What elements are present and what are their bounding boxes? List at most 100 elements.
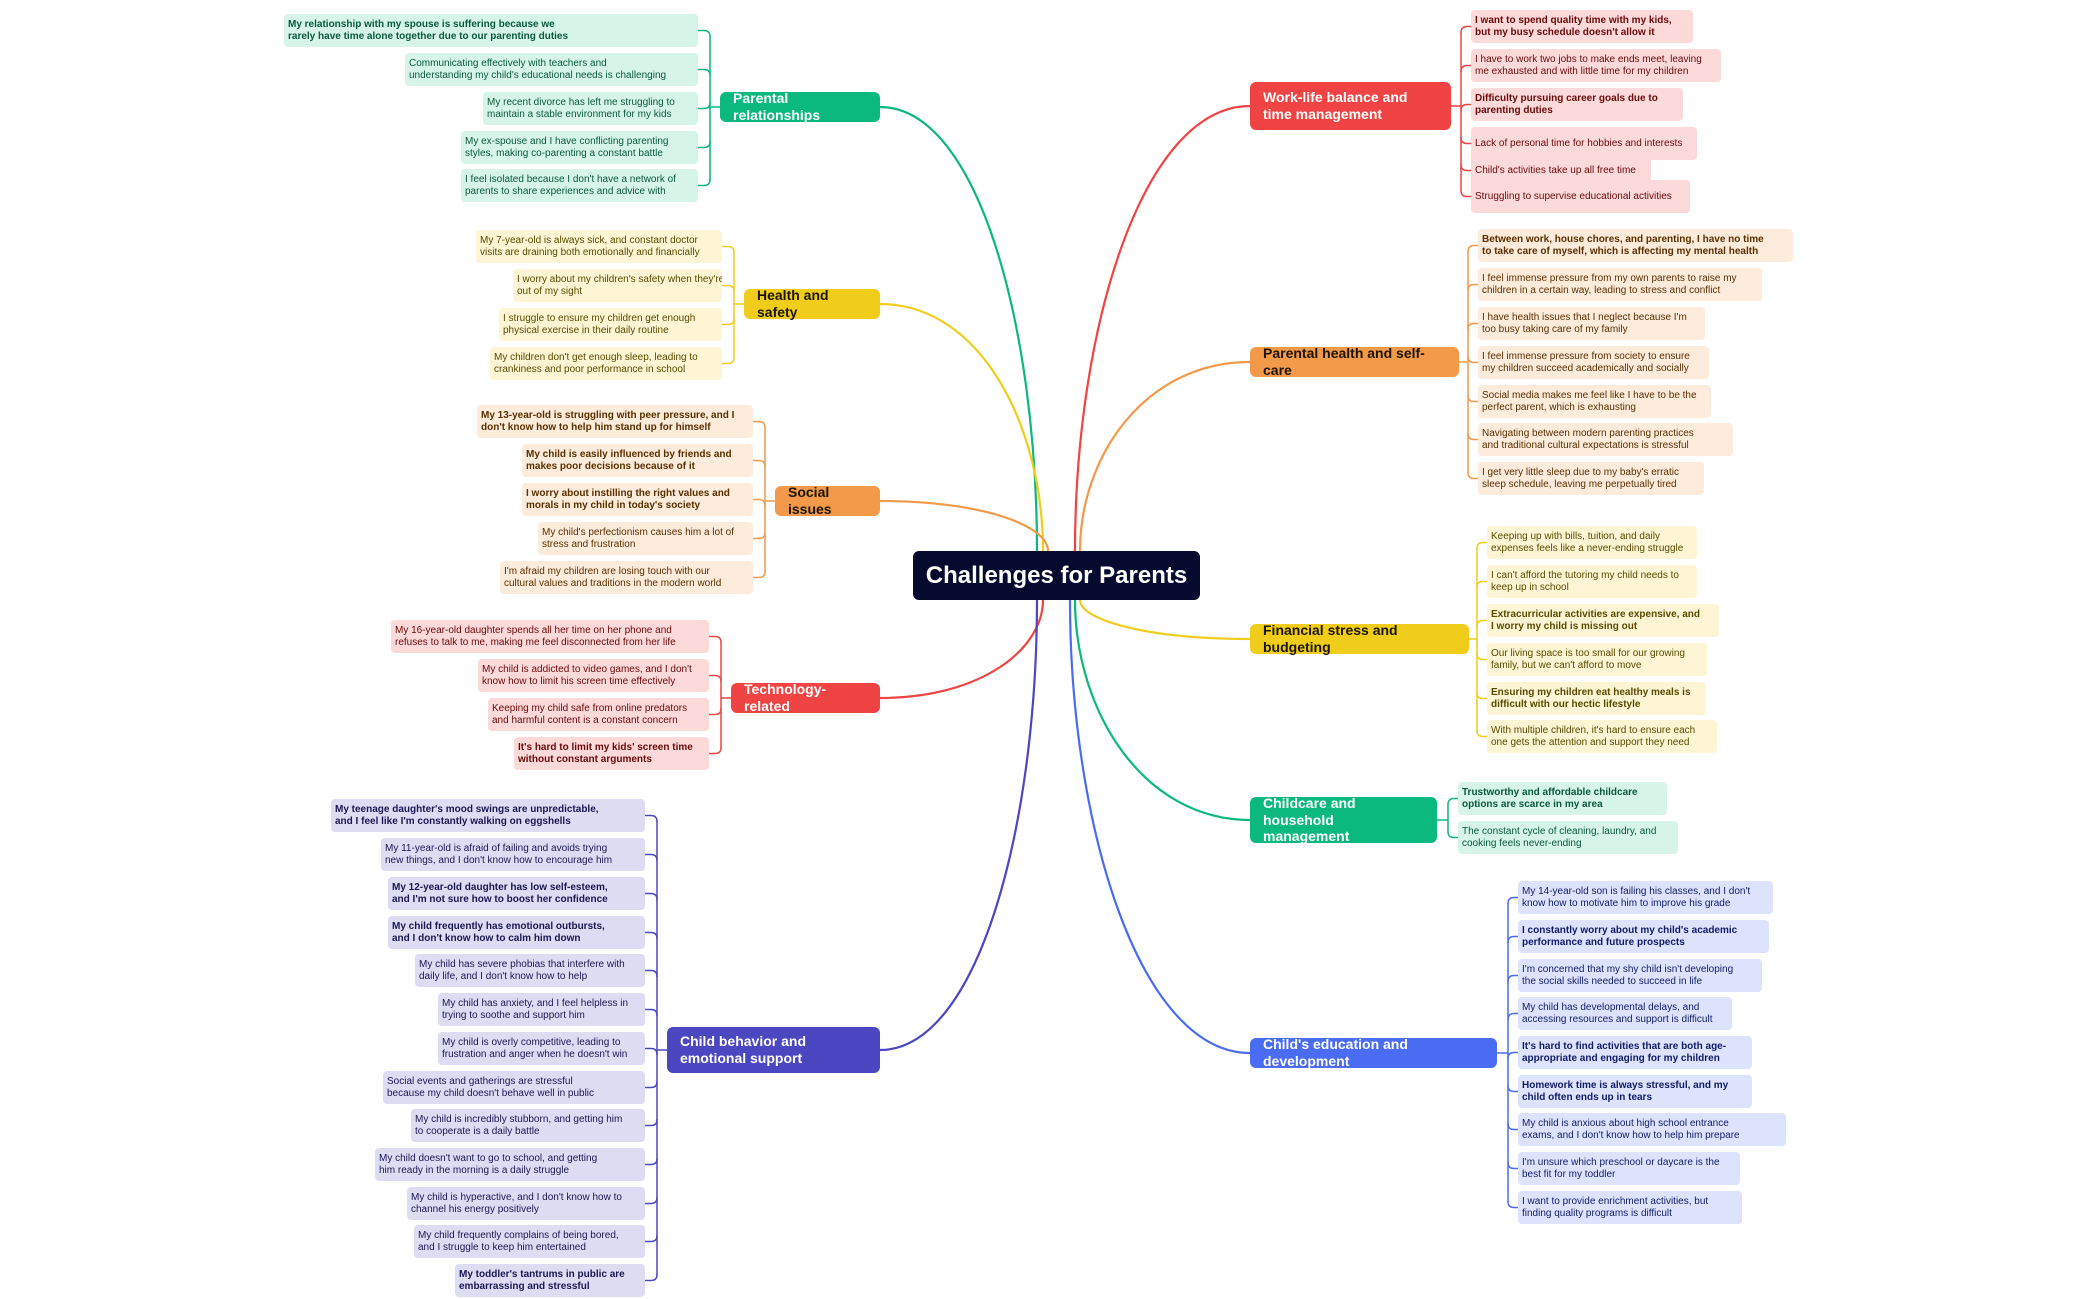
leaf-text-line: him ready in the morning is a daily stru…: [379, 1164, 570, 1176]
branch-technology-related[interactable]: Technology-related: [731, 681, 880, 714]
leaf-topic[interactable]: Ensuring my children eat healthy meals i…: [1487, 682, 1706, 715]
leaf-topic[interactable]: I constantly worry about my child's acad…: [1518, 920, 1769, 953]
leaf-text-line: sleep schedule, leaving me perpetually t…: [1482, 478, 1677, 490]
central-topic[interactable]: Challenges for Parents: [913, 551, 1200, 600]
leaf-topic[interactable]: Between work, house chores, and parentin…: [1478, 229, 1793, 262]
leaf-topic[interactable]: I'm afraid my children are losing touch …: [500, 561, 753, 594]
leaf-text: I'm afraid my children are losing touch …: [504, 566, 721, 590]
leaf-text-line: My ex-spouse and I have conflicting pare…: [465, 135, 669, 147]
leaf-text-line: With multiple children, it's hard to ens…: [1491, 724, 1696, 736]
leaf-topic[interactable]: Social media makes me feel like I have t…: [1478, 385, 1711, 418]
leaf-text-line: I can't afford the tutoring my child nee…: [1491, 569, 1679, 581]
leaf-text-line: My child is easily influenced by friends…: [526, 448, 732, 460]
leaf-text-line: I worry about my children's safety when …: [517, 273, 722, 285]
leaf-topic[interactable]: Keeping my child safe from online predat…: [488, 698, 709, 731]
leaf-topic[interactable]: I feel immense pressure from my own pare…: [1478, 268, 1762, 301]
leaf-topic[interactable]: My 12-year-old daughter has low self-est…: [388, 877, 645, 910]
leaf-topic[interactable]: My recent divorce has left me struggling…: [483, 92, 698, 125]
leaf-text-line: appropriate and engaging for my children: [1522, 1052, 1720, 1064]
leaf-topic[interactable]: Communicating effectively with teachers …: [405, 53, 698, 86]
leaf-topic[interactable]: My child frequently complains of being b…: [414, 1225, 645, 1258]
leaf-topic[interactable]: My 7-year-old is always sick, and consta…: [476, 230, 722, 263]
leaf-topic[interactable]: My child doesn't want to go to school, a…: [375, 1148, 645, 1181]
branch-child-behavior[interactable]: Child behavior and emotional support: [667, 1027, 880, 1073]
leaf-topic[interactable]: Homework time is always stressful, and m…: [1518, 1075, 1752, 1108]
leaf-text-line: My 16-year-old daughter spends all her t…: [395, 624, 672, 636]
branch-social-issues[interactable]: Social issues: [775, 484, 880, 517]
leaf-topic[interactable]: I get very little sleep due to my baby's…: [1478, 462, 1704, 495]
leaf-topic[interactable]: I want to provide enrichment activities,…: [1518, 1191, 1742, 1224]
leaf-topic[interactable]: Social events and gatherings are stressf…: [383, 1071, 645, 1104]
leaf-text: My ex-spouse and I have conflicting pare…: [465, 136, 668, 160]
leaf-text-line: I want to provide enrichment activities,…: [1522, 1195, 1709, 1207]
leaf-topic[interactable]: The constant cycle of cleaning, laundry,…: [1458, 821, 1678, 854]
leaf-topic[interactable]: I can't afford the tutoring my child nee…: [1487, 565, 1697, 598]
branch-health-and-safety[interactable]: Health and safety: [744, 287, 880, 320]
branch-child-education[interactable]: Child's education and development: [1250, 1036, 1497, 1069]
leaf-topic[interactable]: With multiple children, it's hard to ens…: [1487, 720, 1717, 753]
leaf-connector: [752, 531, 766, 540]
leaf-topic[interactable]: My ex-spouse and I have conflicting pare…: [461, 131, 698, 164]
leaf-topic[interactable]: Our living space is too small for our gr…: [1487, 643, 1707, 676]
leaf-text: Navigating between modern parenting prac…: [1482, 428, 1694, 452]
leaf-text: With multiple children, it's hard to ens…: [1491, 725, 1695, 749]
leaf-topic[interactable]: I feel isolated because I don't have a n…: [461, 169, 698, 202]
leaf-text-line: Social media makes me feel like I have t…: [1482, 389, 1697, 401]
leaf-topic[interactable]: I want to spend quality time with my kid…: [1471, 10, 1693, 43]
branch-childcare-household[interactable]: Childcare and household management: [1250, 795, 1437, 844]
leaf-topic[interactable]: My 11-year-old is afraid of failing and …: [381, 838, 645, 871]
leaf-topic[interactable]: My child has severe phobias that interfe…: [415, 954, 645, 987]
leaf-text: Homework time is always stressful, and m…: [1522, 1080, 1728, 1104]
leaf-text-line: My child is hyperactive, and I don't kno…: [411, 1191, 622, 1203]
leaf-topic[interactable]: I struggle to ensure my children get eno…: [499, 308, 722, 341]
leaf-topic[interactable]: My child frequently has emotional outbur…: [388, 916, 645, 949]
leaf-topic[interactable]: My child is addicted to video games, and…: [478, 659, 709, 692]
leaf-text: I constantly worry about my child's acad…: [1522, 925, 1737, 949]
branch-work-life-balance[interactable]: Work-life balance and time management: [1250, 82, 1451, 130]
leaf-topic[interactable]: Navigating between modern parenting prac…: [1478, 423, 1733, 456]
leaf-topic[interactable]: Keeping up with bills, tuition, and dail…: [1487, 526, 1697, 559]
leaf-topic[interactable]: I'm unsure which preschool or daycare is…: [1518, 1152, 1740, 1185]
leaf-text: Between work, house chores, and parentin…: [1482, 234, 1764, 258]
leaf-topic[interactable]: It's hard to find activities that are bo…: [1518, 1036, 1752, 1069]
leaf-topic[interactable]: I'm concerned that my shy child isn't de…: [1518, 959, 1762, 992]
leaf-topic[interactable]: My child is overly competitive, leading …: [438, 1032, 645, 1065]
leaf-topic[interactable]: My child's perfectionism causes him a lo…: [538, 522, 753, 555]
leaf-topic[interactable]: My child is incredibly stubborn, and get…: [411, 1109, 645, 1142]
branch-financial-stress[interactable]: Financial stress and budgeting: [1250, 622, 1469, 655]
leaf-topic[interactable]: My relationship with my spouse is suffer…: [284, 14, 698, 47]
connector-childcare-household: [1073, 598, 1252, 822]
leaf-topic[interactable]: My child is hyperactive, and I don't kno…: [407, 1187, 645, 1220]
leaf-topic[interactable]: I have to work two jobs to make ends mee…: [1471, 49, 1721, 82]
leaf-connector: [697, 178, 711, 187]
leaf-topic[interactable]: Struggling to supervise educational acti…: [1471, 180, 1690, 213]
leaf-text-line: perfect parent, which is exhausting: [1482, 401, 1636, 413]
leaf-topic[interactable]: My child is anxious about high school en…: [1518, 1113, 1786, 1146]
leaf-topic[interactable]: My teenage daughter's mood swings are un…: [331, 799, 645, 832]
leaf-topic[interactable]: My 14-year-old son is failing his classe…: [1518, 881, 1773, 914]
branch-parental-relationships[interactable]: Parental relationships: [720, 90, 880, 123]
leaf-topic[interactable]: My child has anxiety, and I feel helples…: [438, 993, 645, 1026]
leaf-topic[interactable]: I worry about my children's safety when …: [513, 269, 722, 302]
leaf-connector: [1467, 322, 1479, 331]
leaf-text-line: My 7-year-old is always sick, and consta…: [480, 234, 698, 246]
branch-parental-health[interactable]: Parental health and self-care: [1250, 345, 1459, 378]
leaf-topic[interactable]: My 13-year-old is struggling with peer p…: [477, 405, 753, 438]
leaf-text: My 7-year-old is always sick, and consta…: [480, 235, 700, 259]
leaf-topic[interactable]: I worry about instilling the right value…: [522, 483, 753, 516]
leaf-topic[interactable]: My child is easily influenced by friends…: [522, 444, 753, 477]
leaf-topic[interactable]: Extracurricular activities are expensive…: [1487, 604, 1719, 637]
leaf-topic[interactable]: I feel immense pressure from society to …: [1478, 346, 1709, 379]
leaf-topic[interactable]: My 16-year-old daughter spends all her t…: [391, 620, 709, 653]
leaf-topic[interactable]: My children don't get enough sleep, lead…: [490, 347, 722, 380]
leaf-text: Ensuring my children eat healthy meals i…: [1491, 687, 1691, 711]
leaf-text-line: crankiness and poor performance in schoo…: [494, 363, 686, 375]
leaf-text: My recent divorce has left me struggling…: [487, 97, 675, 121]
leaf-topic[interactable]: I have health issues that I neglect beca…: [1478, 307, 1705, 340]
